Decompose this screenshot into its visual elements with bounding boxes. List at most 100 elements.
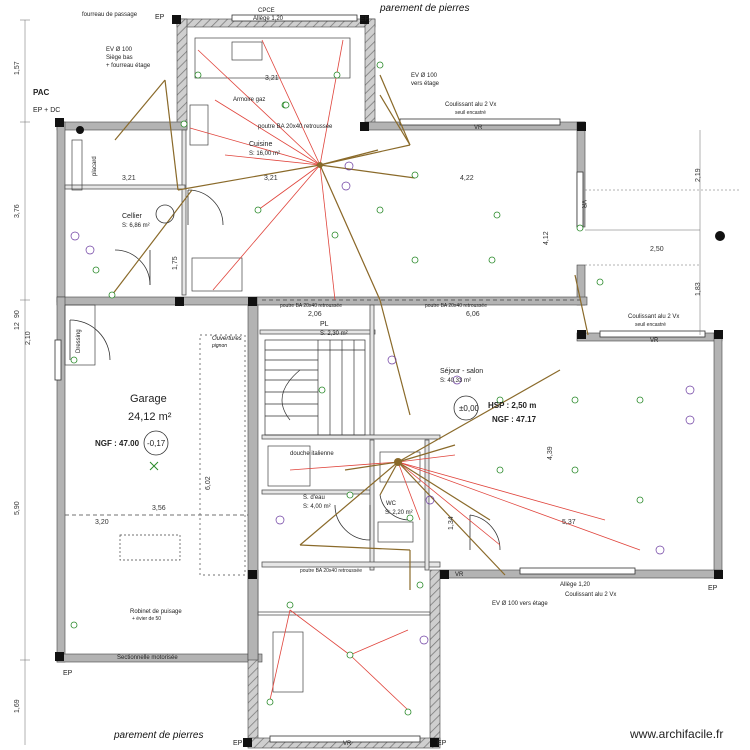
label-poutre-mid-right: poutre BA 20x40 retroussée — [425, 303, 487, 309]
label-sejour: Séjour - salon — [440, 368, 483, 375]
label-ngf-sejour: NGF : 47.17 — [492, 415, 537, 424]
dim-590: 5,90 — [14, 501, 21, 515]
watermark: www.archifacile.fr — [629, 727, 723, 741]
label-douche: douche italienne — [290, 451, 334, 457]
label-wc-area: S: 2,20 m² — [385, 510, 413, 516]
ceiling-lights — [70, 161, 695, 645]
wiring-brown — [111, 74, 589, 590]
dim-12: 12 — [14, 322, 21, 330]
label-sdeau-area: S: 4,00 m² — [303, 504, 331, 510]
label-level-sejour: ±0,00 — [459, 404, 480, 413]
dim-321a: 3,21 — [265, 75, 279, 82]
dim-320: 3,20 — [95, 519, 109, 526]
dim-606: 6,06 — [466, 311, 480, 318]
label-ep-5: EP — [437, 740, 447, 747]
label-sejour-area: S: 40,33 m² — [440, 378, 471, 384]
dimension-labels: 1,57 3,76 5,90 1,69 2,10 90 12 3,21 3,21… — [14, 61, 702, 713]
label-hsp: HSP : 2,50 m — [488, 401, 536, 410]
label-ep-dc: EP + DC — [33, 107, 60, 114]
label-robinet: Robinet de puisage — [130, 609, 182, 615]
label-fourreau: fourreau de passage — [82, 12, 138, 18]
label-ep-1: EP — [155, 14, 165, 21]
label-vr-2: VR — [650, 338, 659, 344]
label-vr-4: VR — [455, 572, 464, 578]
label-cuisine: Cuisine — [249, 141, 272, 148]
label-parement-bottom: parement de pierres — [113, 730, 204, 741]
label-ep-6: EP — [708, 585, 718, 592]
dim-175: 1,75 — [172, 256, 179, 270]
label-garage: Garage — [130, 393, 167, 405]
dim-422: 4,22 — [460, 175, 474, 182]
label-ev-left-sub2: + fourreau étage — [106, 63, 151, 69]
exterior-walls — [56, 18, 723, 749]
fixtures — [64, 37, 580, 693]
label-pac: PAC — [33, 88, 50, 97]
label-allege-top: Allège 1,20 — [253, 16, 284, 22]
ep-markers — [55, 15, 723, 747]
label-garage-area: 24,12 m² — [128, 411, 172, 423]
dimension-lines — [20, 19, 740, 745]
label-sdeau: S. d'eau — [303, 495, 325, 501]
dim-169: 1,69 — [14, 699, 21, 713]
label-ev-left-sub: Siège bas — [106, 55, 133, 61]
label-ouvertures-sub: pignon — [211, 343, 227, 349]
label-armoire: Armoire gaz — [233, 97, 265, 103]
label-ngf-garage: NGF : 47.00 — [95, 439, 140, 448]
label-level-garage: -0,17 — [147, 439, 166, 448]
label-placard: placard — [92, 156, 98, 176]
staircase — [264, 339, 366, 436]
label-coulisse-right-sub: seuil encastré — [635, 322, 666, 328]
label-poutre-cuisine: poutre BA 20x40 retroussée — [258, 124, 333, 130]
green-points — [149, 461, 159, 471]
dim-219: 2,19 — [695, 168, 702, 182]
label-vr-5: VR — [580, 200, 586, 209]
label-coulisse-top: Coulissant alu 2 Vx — [445, 102, 496, 108]
dim-206: 2,06 — [308, 311, 322, 318]
label-poutre-bottom: poutre BA 20x40 retroussée — [300, 568, 362, 574]
label-ep-2: EP — [360, 16, 370, 23]
label-cellier-area: S: 6,86 m² — [122, 223, 150, 229]
dim-321b: 3,21 — [264, 175, 278, 182]
wiring-hubs — [76, 126, 725, 466]
electrical-symbols — [70, 61, 644, 716]
dim-157: 1,57 — [14, 61, 21, 75]
label-ev-right: EV Ø 100 — [411, 73, 438, 79]
dim-439: 4,39 — [547, 446, 554, 460]
label-vr-3: VR — [343, 741, 352, 747]
label-vr-1: VR — [474, 125, 483, 131]
label-pl: PL — [320, 321, 329, 328]
label-parement-top: parement de pierres — [379, 3, 470, 14]
partitions — [64, 129, 441, 616]
dim-602: 6,02 — [205, 476, 212, 490]
label-robinet-sub: + évier de 50 — [132, 616, 161, 622]
label-ev-bottom: EV Ø 100 vers étage — [492, 601, 548, 607]
label-coulisse-top-sub: seuil encastré — [455, 110, 486, 116]
dim-376: 3,76 — [14, 204, 21, 218]
label-wc: WC — [386, 501, 397, 507]
dim-356: 3,56 — [152, 505, 166, 512]
labels: fourreau de passage EP CPCE Allège 1,20 … — [33, 3, 723, 747]
label-coulisse-bottom: Coulissant alu 2 Vx — [565, 592, 616, 598]
windows — [54, 14, 706, 743]
label-poutre-mid-left: poutre BA 20x40 retroussée — [280, 303, 342, 309]
label-cuisine-area: S: 16,00 m² — [249, 151, 280, 157]
label-allege-bottom: Allège 1,20 — [560, 582, 591, 588]
dim-250: 2,50 — [650, 246, 664, 253]
dim-183: 1,83 — [695, 282, 702, 296]
label-ouvertures: Ouvertures — [212, 336, 242, 342]
label-ep-3: EP — [63, 670, 73, 677]
label-sectionnelle: Sectionnelle motorisée — [117, 655, 178, 661]
label-cpce: CPCE — [258, 8, 275, 14]
label-pl-area: S: 2,30 m² — [320, 331, 348, 337]
label-dressing: Dressing — [76, 329, 82, 353]
dim-210: 2,10 — [25, 331, 32, 345]
label-ev-right-sub: vers étage — [411, 81, 440, 87]
label-cellier: Cellier — [122, 213, 143, 220]
dim-412: 4,12 — [543, 231, 550, 245]
label-ev-left: EV Ø 100 — [106, 47, 133, 53]
dim-090: 90 — [14, 310, 21, 318]
label-ep-4: EP — [233, 740, 243, 747]
dim-321c: 3,21 — [122, 175, 136, 182]
